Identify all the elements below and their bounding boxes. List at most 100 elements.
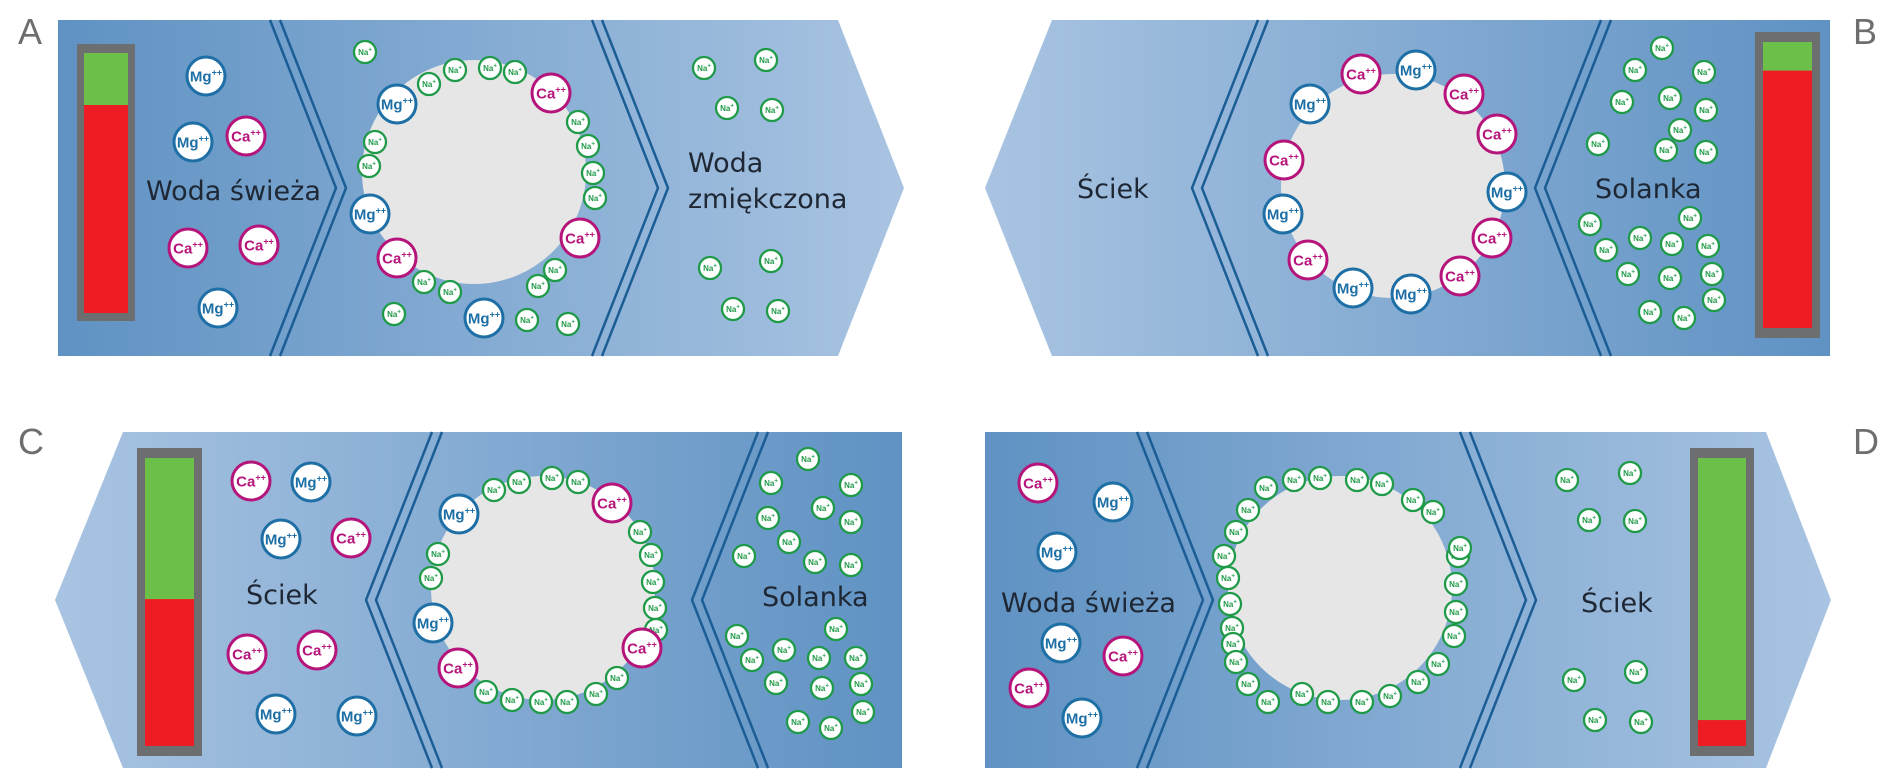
- na-ion-label: Na+: [1449, 580, 1463, 589]
- na-ion: Na+: [1693, 139, 1719, 165]
- na-ion: Na+: [565, 109, 591, 135]
- na-ion: Na+: [1447, 535, 1473, 561]
- na-ion: Na+: [1235, 497, 1261, 523]
- na-ion-circle: [806, 645, 832, 671]
- ca-ion: Ca++: [167, 227, 209, 269]
- ca-ion: Ca++: [238, 224, 280, 266]
- na-ion: Na+: [506, 469, 532, 495]
- ca-ion-label: Ca++: [336, 529, 366, 547]
- na-ion: Na+: [758, 248, 784, 274]
- na-ion-circle: [1447, 535, 1473, 561]
- na-ion: Na+: [755, 505, 781, 531]
- mg-ion-circle: [1040, 622, 1082, 664]
- mg-ion-label: Mg++: [1337, 279, 1369, 297]
- ca-ion-circle: [1439, 255, 1481, 297]
- ca-ion-circle: [1017, 462, 1059, 504]
- ca-ion-circle: [1287, 239, 1329, 281]
- na-ion-label: Na+: [844, 481, 858, 490]
- na-ion-label: Na+: [1411, 678, 1425, 687]
- na-ion-circle: [1617, 460, 1643, 486]
- mg-ion: Mg++: [376, 83, 418, 125]
- na-ion-label: Na+: [1583, 220, 1597, 229]
- na-ion-circle: [1659, 231, 1685, 257]
- na-ion-circle: [1443, 599, 1469, 625]
- mg-ion: Mg++: [412, 602, 454, 644]
- na-ion: Na+: [765, 298, 791, 324]
- ca-ion: Ca++: [1476, 113, 1518, 155]
- mg-ion: Mg++: [197, 287, 239, 329]
- na-ion-circle: [1289, 681, 1315, 707]
- na-ion: Na+: [1657, 265, 1683, 291]
- na-ion: Na+: [1699, 261, 1725, 287]
- mg-ion-circle: [260, 518, 302, 560]
- ca-ion: Ca++: [1102, 635, 1144, 677]
- na-ion-label: Na+: [720, 104, 734, 113]
- na-ion-label: Na+: [545, 474, 559, 483]
- ca-ion: Ca++: [1287, 239, 1329, 281]
- na-ion-label: Na+: [1259, 484, 1273, 493]
- mg-ion-label: Mg++: [265, 530, 297, 548]
- na-ion: Na+: [739, 647, 765, 673]
- na-ion: Na+: [1622, 508, 1648, 534]
- ca-ion: Ca++: [376, 237, 418, 279]
- ca-ion-label: Ca++: [1023, 474, 1053, 492]
- na-ion-label: Na+: [764, 257, 778, 266]
- na-ion: Na+: [1593, 237, 1619, 263]
- ca-ion: Ca++: [621, 627, 663, 669]
- na-ion-circle: [1657, 265, 1683, 291]
- mg-ion: Mg++: [1486, 171, 1528, 213]
- na-ion-circle: [555, 311, 581, 337]
- mg-ion: Mg++: [438, 493, 480, 535]
- resin-bead: [431, 476, 655, 700]
- na-ion: Na+: [1554, 467, 1580, 493]
- na-ion-circle: [583, 681, 609, 707]
- ca-ion-circle: [296, 629, 338, 671]
- chevron-separator-1: [268, 19, 348, 357]
- na-ion: Na+: [1307, 465, 1333, 491]
- na-ion-circle: [763, 670, 789, 696]
- na-ion-label: Na+: [1588, 716, 1602, 725]
- chevron-separator-1: [1190, 19, 1270, 357]
- na-ion-circle: [714, 95, 740, 121]
- na-ion-circle: [758, 470, 784, 496]
- panel-letter: B: [1853, 11, 1877, 52]
- na-ion-label: Na+: [769, 679, 783, 688]
- na-ion-label: Na+: [1591, 140, 1605, 149]
- na-ion-label: Na+: [512, 478, 526, 487]
- na-ion-label: Na+: [697, 64, 711, 73]
- ca-ion: Ca++: [1008, 667, 1050, 709]
- ca-ion: Ca++: [591, 482, 633, 524]
- na-ion-circle: [848, 671, 874, 697]
- na-ion-circle: [1699, 261, 1725, 287]
- na-ion: Na+: [1582, 707, 1608, 733]
- na-ion-label: Na+: [1582, 516, 1596, 525]
- na-ion-label: Na+: [534, 698, 548, 707]
- mg-ion: Mg++: [1390, 273, 1432, 315]
- mg-ion-label: Mg++: [354, 205, 386, 223]
- na-ion: Na+: [1691, 59, 1717, 85]
- na-ion: Na+: [823, 616, 849, 642]
- zone-label-feed: Ściek: [1077, 173, 1149, 205]
- na-ion: Na+: [442, 57, 468, 83]
- na-ion-label: Na+: [737, 552, 751, 561]
- resin-bead: [1228, 476, 1452, 700]
- na-ion: Na+: [604, 665, 630, 691]
- na-ion: Na+: [848, 671, 874, 697]
- na-ion-label: Na+: [829, 625, 843, 634]
- na-ion-circle: [418, 565, 444, 591]
- na-ion-label: Na+: [520, 316, 534, 325]
- na-ion-label: Na+: [1629, 668, 1643, 677]
- na-ion: Na+: [580, 160, 606, 186]
- mg-ion-circle: [438, 493, 480, 535]
- mg-ion-circle: [336, 695, 378, 737]
- na-ion-circle: [638, 542, 664, 568]
- na-ion: Na+: [627, 519, 653, 545]
- ca-ion-circle: [1443, 73, 1485, 115]
- na-ion-circle: [759, 97, 785, 123]
- na-ion-label: Na+: [1217, 552, 1231, 561]
- meter-fill-red: [145, 599, 194, 746]
- mg-ion-circle: [1395, 49, 1437, 91]
- na-ion-circle: [1615, 261, 1641, 287]
- na-ion-label: Na+: [1665, 240, 1679, 249]
- na-ion: Na+: [785, 709, 811, 735]
